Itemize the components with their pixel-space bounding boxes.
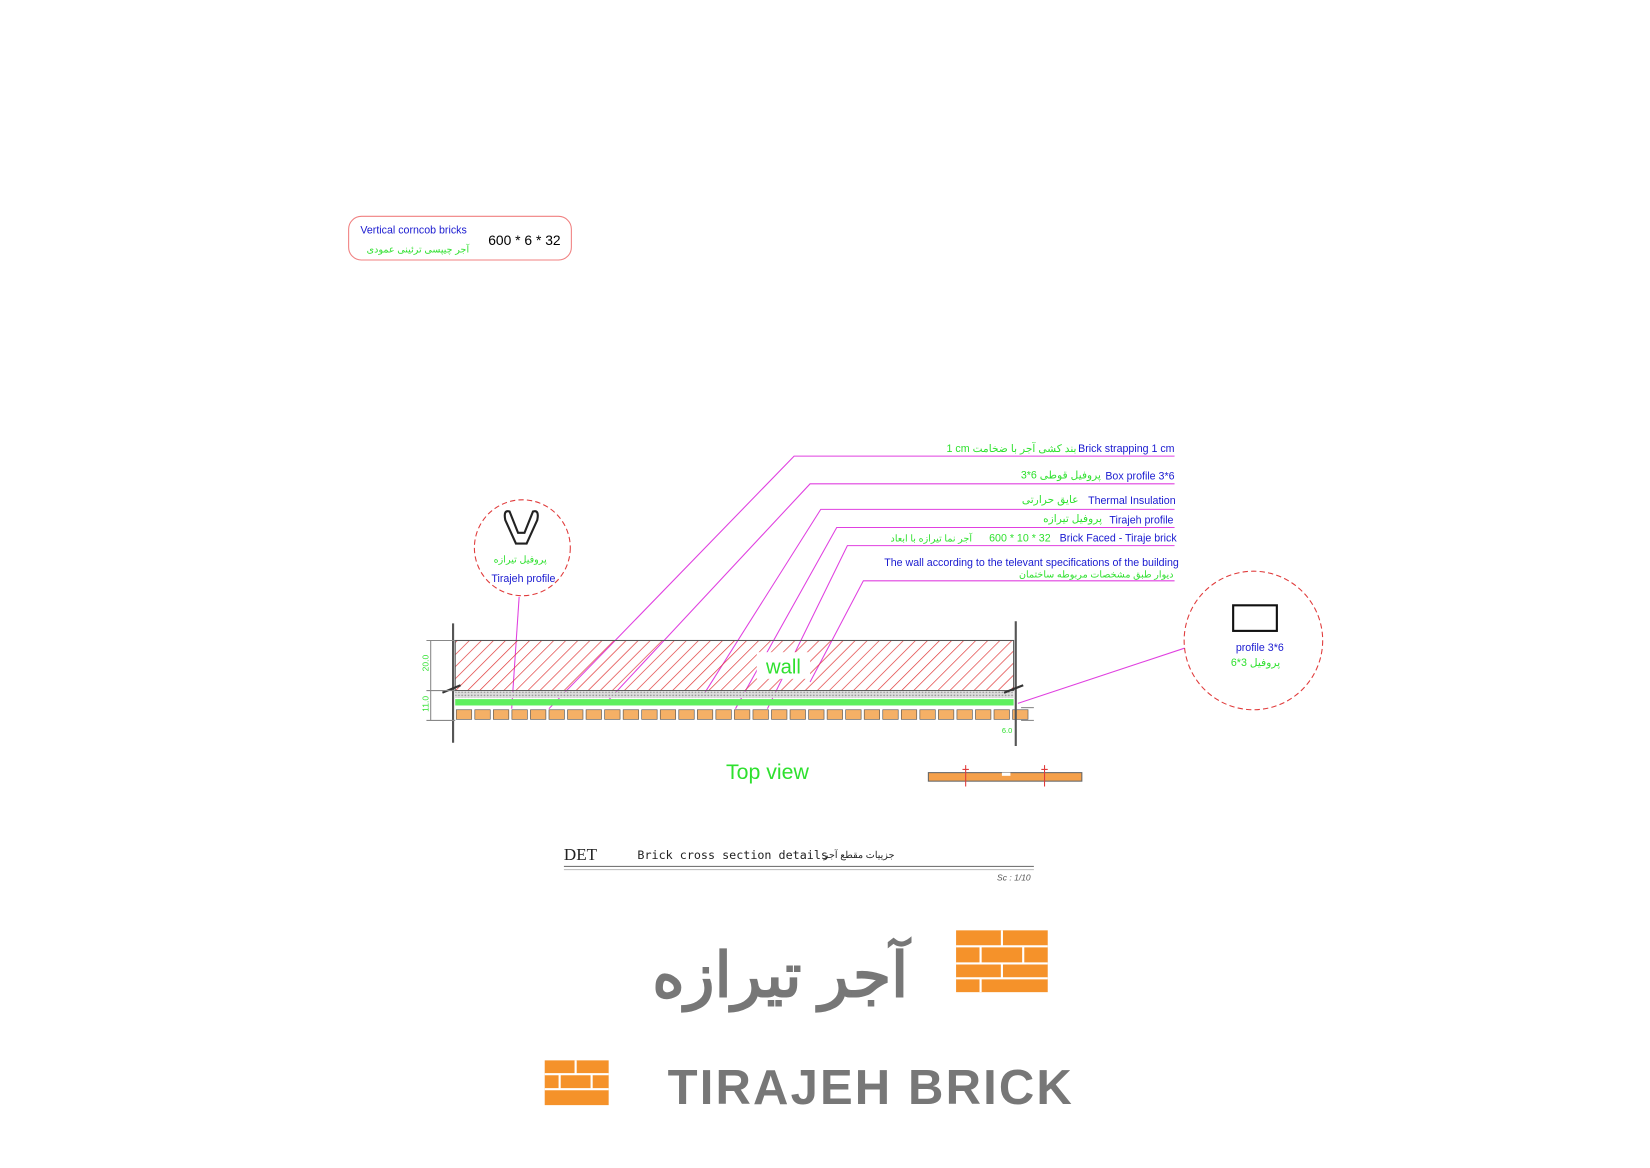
label-strapping-en: Brick strapping 1 cm [1078, 443, 1175, 455]
dim-wall: 20.0 [421, 655, 431, 672]
dim-side: 6.0 [1002, 726, 1012, 735]
box-profile-icon [1232, 604, 1278, 632]
brick [771, 709, 788, 720]
left-detail-en: Tirajeh profile [491, 573, 555, 585]
title-fa: جزییات مقطع آجر [823, 848, 895, 861]
tirajeh-profile-detail: پروفیل تیرازه Tirajeh profile [473, 499, 571, 597]
title-en: Brick cross section details [637, 848, 828, 862]
brick-logo-icon [956, 930, 1048, 993]
brick [548, 709, 565, 720]
brick [882, 709, 899, 720]
wall-section: wall 20.0 11.0 6.0 [421, 621, 1034, 746]
label-tirajeh-profile-en: Tirajeh profile [1109, 514, 1173, 526]
brick [826, 709, 843, 720]
box-profile-layer [455, 691, 1014, 699]
brick [511, 709, 528, 720]
left-detail-fa: پروفیل تیرازه [494, 555, 547, 566]
logo-en: TIRAJEH BRICK [668, 1061, 1074, 1115]
label-brick-faced-size: 600 * 10 * 32 [989, 532, 1051, 544]
brick [678, 709, 695, 720]
label-box-profile-fa: 3*6 پروفیل قوطی [1021, 469, 1101, 481]
label-wall-fa: دیوار طبق مشخصات مربوطه ساختمان [1019, 570, 1173, 581]
brick [789, 709, 806, 720]
right-detail-fa: پروفیل 3*6 [1231, 657, 1280, 669]
brick [474, 709, 491, 720]
label-insulation-en: Thermal Insulation [1088, 495, 1176, 507]
spec-box-en: Vertical corncob bricks [360, 224, 466, 236]
brick [808, 709, 825, 720]
brick [919, 709, 936, 720]
label-wall-en: The wall according to the televant speci… [884, 557, 1179, 569]
brick-side-view [927, 765, 1083, 787]
label-strapping-fa: 1 cm بند کشی آجر با ضخامت [947, 442, 1077, 455]
brick [641, 709, 658, 720]
spec-box-size: 600 * 6 * 32 [488, 232, 560, 248]
brick [530, 709, 547, 720]
tirajeh-profile-icon [503, 510, 539, 545]
title-scale: Sc : 1/10 [997, 872, 1031, 882]
brick [455, 709, 473, 720]
brick [567, 709, 584, 720]
insulation-layer [455, 699, 1014, 706]
box-profile-detail: profile 3*6 پروفیل 3*6 [1183, 570, 1324, 711]
brick [659, 709, 677, 720]
label-tirajeh-profile-fa: پروفیل تیرازه [1043, 513, 1102, 525]
title-code: DET [564, 845, 598, 864]
facing-bricks [455, 709, 1029, 720]
brick [938, 709, 955, 720]
brick [845, 709, 862, 720]
view-title: Top view [726, 760, 809, 784]
callout-labels: 1 cm بند کشی آجر با ضخامت Brick strappin… [884, 442, 1179, 581]
wall-label: wall [765, 657, 801, 679]
spec-box-fa: آجر چیپسی ترئینی عمودی [367, 243, 471, 256]
spec-box: Vertical corncob bricks آجر چیپسی ترئینی… [348, 215, 572, 261]
label-brick-faced-en: Brick Faced - Tiraje brick [1060, 532, 1178, 544]
brick [622, 709, 639, 720]
brick [900, 709, 918, 720]
label-box-profile-en: Box profile 3*6 [1105, 471, 1174, 483]
brick [734, 709, 751, 720]
brick [956, 709, 973, 720]
title-block: DET Brick cross section details جزییات م… [564, 845, 1034, 882]
label-insulation-fa: عایق حرارتی [1022, 494, 1079, 506]
brick [715, 709, 732, 720]
brick [752, 709, 769, 720]
right-detail-en: profile 3*6 [1236, 642, 1284, 654]
label-brick-faced-fa: آجر نما تیرازه با ابعاد [891, 531, 974, 544]
brick [1012, 709, 1029, 720]
brick [863, 709, 880, 720]
logo: آجر تیرازه TIRAJEH BRICK [544, 930, 1074, 1115]
dim-cladding: 11.0 [421, 696, 431, 712]
brick [975, 709, 992, 720]
brick [993, 709, 1010, 720]
brick [493, 709, 510, 720]
logo-fa: آجر تیرازه [652, 935, 912, 1013]
brick [604, 709, 621, 720]
brick [697, 709, 714, 720]
brick [585, 709, 602, 720]
brick-logo-icon-small [544, 1060, 609, 1106]
